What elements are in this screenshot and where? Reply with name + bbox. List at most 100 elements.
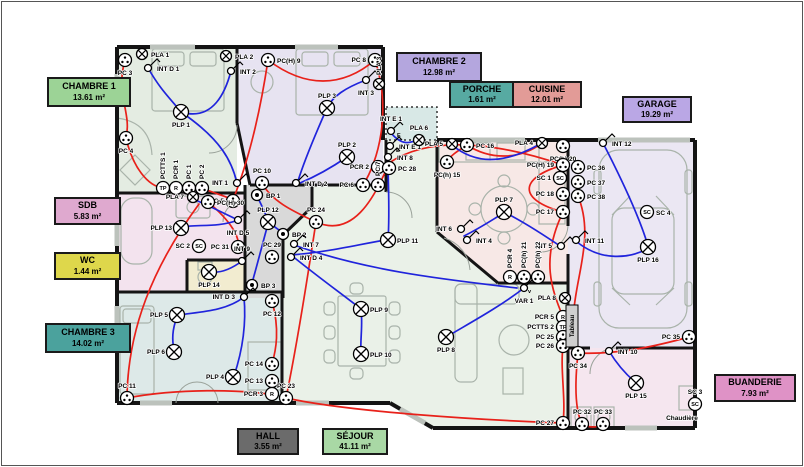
switch-int-d-2-20[interactable]: INT D 2 — [291, 173, 329, 189]
switch-int-12-83[interactable]: INT 12 — [598, 133, 633, 149]
push-button-bp-3-30[interactable]: BP 3 — [245, 278, 276, 292]
power-socket-pc-24-31[interactable]: PC 24 — [306, 206, 326, 230]
switch-int-1-22[interactable]: INT 1 — [211, 173, 250, 188]
power-socket-pc-29-27[interactable]: PC 29 — [262, 241, 282, 265]
power-socket-pc-4-6[interactable]: PC 4 — [118, 130, 134, 156]
power-socket-pc-h-9-11[interactable]: PC(H) 9 — [260, 52, 302, 68]
annotation-chaudi-re-97[interactable]: Chaudière — [665, 414, 699, 423]
power-socket-pc-h-22-63[interactable]: PC(h) 22 — [530, 241, 546, 285]
ceiling-light-plp-15-93[interactable]: PLP 15 — [624, 374, 648, 401]
ceiling-light-plp-13-34[interactable]: PLP 13 — [150, 219, 190, 237]
electrical-panel-tableau-70[interactable]: Tableau — [565, 304, 579, 348]
push-button-bp-1-24[interactable]: BP 1 — [250, 188, 281, 202]
power-socket-pc-37-85[interactable]: PC 37 — [570, 174, 606, 190]
switch-int-6-58[interactable]: INT 6 — [435, 219, 474, 234]
wall-light-pla-1-1[interactable]: PLA 1 — [135, 47, 170, 61]
power-socket-pc-h-19-78[interactable]: PC(H) 19 — [526, 157, 571, 173]
power-socket-pc-12-41[interactable]: PC 12 — [262, 293, 282, 319]
power-socket-pc-2-10[interactable]: PC 2 — [194, 163, 210, 196]
ceiling-light-plp-4-44[interactable]: PLP 4 — [205, 368, 242, 386]
ceiling-light-plp-8-52[interactable]: PLP 8 — [436, 328, 456, 355]
power-socket-pc-8-12[interactable]: PC 8 — [351, 52, 383, 68]
wall-light-pla-2-3[interactable]: PLA 2 — [219, 49, 254, 63]
power-socket-pc-27-54[interactable]: PC 27 — [535, 415, 571, 431]
switch-int-7-28[interactable]: INT 7 — [289, 234, 320, 250]
ceiling-light-plp-7-82[interactable]: PLP 7 — [494, 196, 514, 221]
switch-int-8-56[interactable]: INT 8 — [383, 147, 414, 163]
ceiling-light-plp-2-16[interactable]: PLP 2 — [337, 141, 357, 166]
power-socket-pc-31-37[interactable]: PC 31 — [210, 239, 246, 255]
power-socket-pc-h-15-73[interactable]: PC(h) 15 — [433, 154, 461, 180]
switch-int-9-38[interactable]: INT 9 — [233, 245, 255, 266]
ceiling-light-plp-10-51[interactable]: PLP 10 — [352, 345, 393, 363]
switch-int-11-89[interactable]: INT 11 — [571, 230, 605, 246]
power-socket-pc-18-80[interactable]: PC 18 — [535, 186, 571, 202]
wall-light-pla-3-14[interactable]: PLA 3 — [372, 56, 386, 91]
switch-int-2-4[interactable]: INT 2 — [226, 61, 257, 77]
power-socket-pc-6-18[interactable]: PC 6 — [339, 177, 371, 193]
power-socket-pc-17-81[interactable]: PC 17 — [535, 204, 571, 220]
power-socket-pc-38-86[interactable]: PC 38 — [570, 188, 606, 204]
switch-int-d-3-40[interactable]: INT D 3 — [212, 287, 257, 302]
ceiling-light-plp-12-25[interactable]: PLP 12 — [256, 206, 280, 231]
power-socket-pc-11-48[interactable]: PC 11 — [117, 382, 137, 406]
ceiling-light-plp-1-5[interactable]: PLP 1 — [171, 103, 191, 130]
power-socket-pc-10-21[interactable]: PC 10 — [252, 167, 272, 191]
power-socket-pc-h-21-62[interactable]: PC(h) 21 — [516, 241, 532, 285]
power-socket-pc-32-95[interactable]: PC 32 — [572, 408, 592, 432]
switch-int-4-59[interactable]: INT 4 — [462, 230, 493, 246]
power-socket-pc-28-57[interactable]: PC 28 — [381, 160, 417, 176]
power-socket-pc-3-0[interactable]: PC 3 — [117, 52, 133, 78]
ceiling-light-plp-16-88[interactable]: PLP 16 — [636, 238, 660, 265]
ceiling-light-plp-3-15[interactable]: PLP 3 — [317, 92, 337, 117]
power-socket-pc-16-75[interactable]: PC 16 — [459, 137, 495, 153]
power-socket-pc-34-91[interactable]: PC 34 — [568, 345, 588, 371]
switch-int-10-92[interactable]: INT 10 — [604, 341, 639, 357]
wall-light-pla-6-72[interactable]: PLA 6 — [409, 124, 429, 147]
wall-light-pla-4-76[interactable]: PLA 4 — [514, 136, 549, 150]
power-socket-pc-33-96[interactable]: PC 33 — [593, 408, 613, 432]
switch-int-d-4-29[interactable]: INT D 4 — [286, 247, 324, 263]
power-socket-pc-14-45[interactable]: PC 14 — [244, 356, 280, 372]
power-socket-pc-7-19[interactable]: PC 7 — [370, 160, 386, 193]
ceiling-light-plp-9-50[interactable]: PLP 9 — [352, 300, 389, 318]
device-label: INT D 1 — [157, 66, 180, 73]
power-socket-pc-36-84[interactable]: PC 36 — [570, 159, 606, 175]
ceiling-light-plp-14-39[interactable]: PLP 14 — [197, 263, 221, 290]
ceiling-light-plp-6-43[interactable]: PLP 6 — [146, 343, 183, 361]
power-socket-pc-35-90[interactable]: PC 35 — [661, 329, 697, 345]
push-button-bp-2-26[interactable]: BP 2 — [276, 227, 307, 241]
power-socket-pc-5-23[interactable]: PC 5 — [209, 193, 241, 209]
ceiling-light-plp-5-42[interactable]: PLP 5 — [149, 306, 186, 324]
switch-int-3-13[interactable]: INT 3 — [357, 70, 379, 98]
power-socket-pc-h-30-33[interactable]: PC(H) 30 — [200, 194, 245, 210]
power-socket-pc-23-49[interactable]: PC 23 — [276, 382, 296, 406]
wall-light-pla-7-32[interactable]: PLA 7 — [165, 190, 200, 204]
switch-int-d-1-2[interactable]: INT D 1 — [143, 58, 181, 74]
wall-light-pla-5-74[interactable]: PLA 5 — [424, 137, 459, 151]
wall-light-pla-8-65[interactable]: PLA 8 — [537, 291, 572, 305]
switch-int-d-5-35[interactable]: INT D 5 — [226, 210, 251, 238]
ceiling-light-plp-11-53[interactable]: PLP 11 — [379, 231, 419, 249]
